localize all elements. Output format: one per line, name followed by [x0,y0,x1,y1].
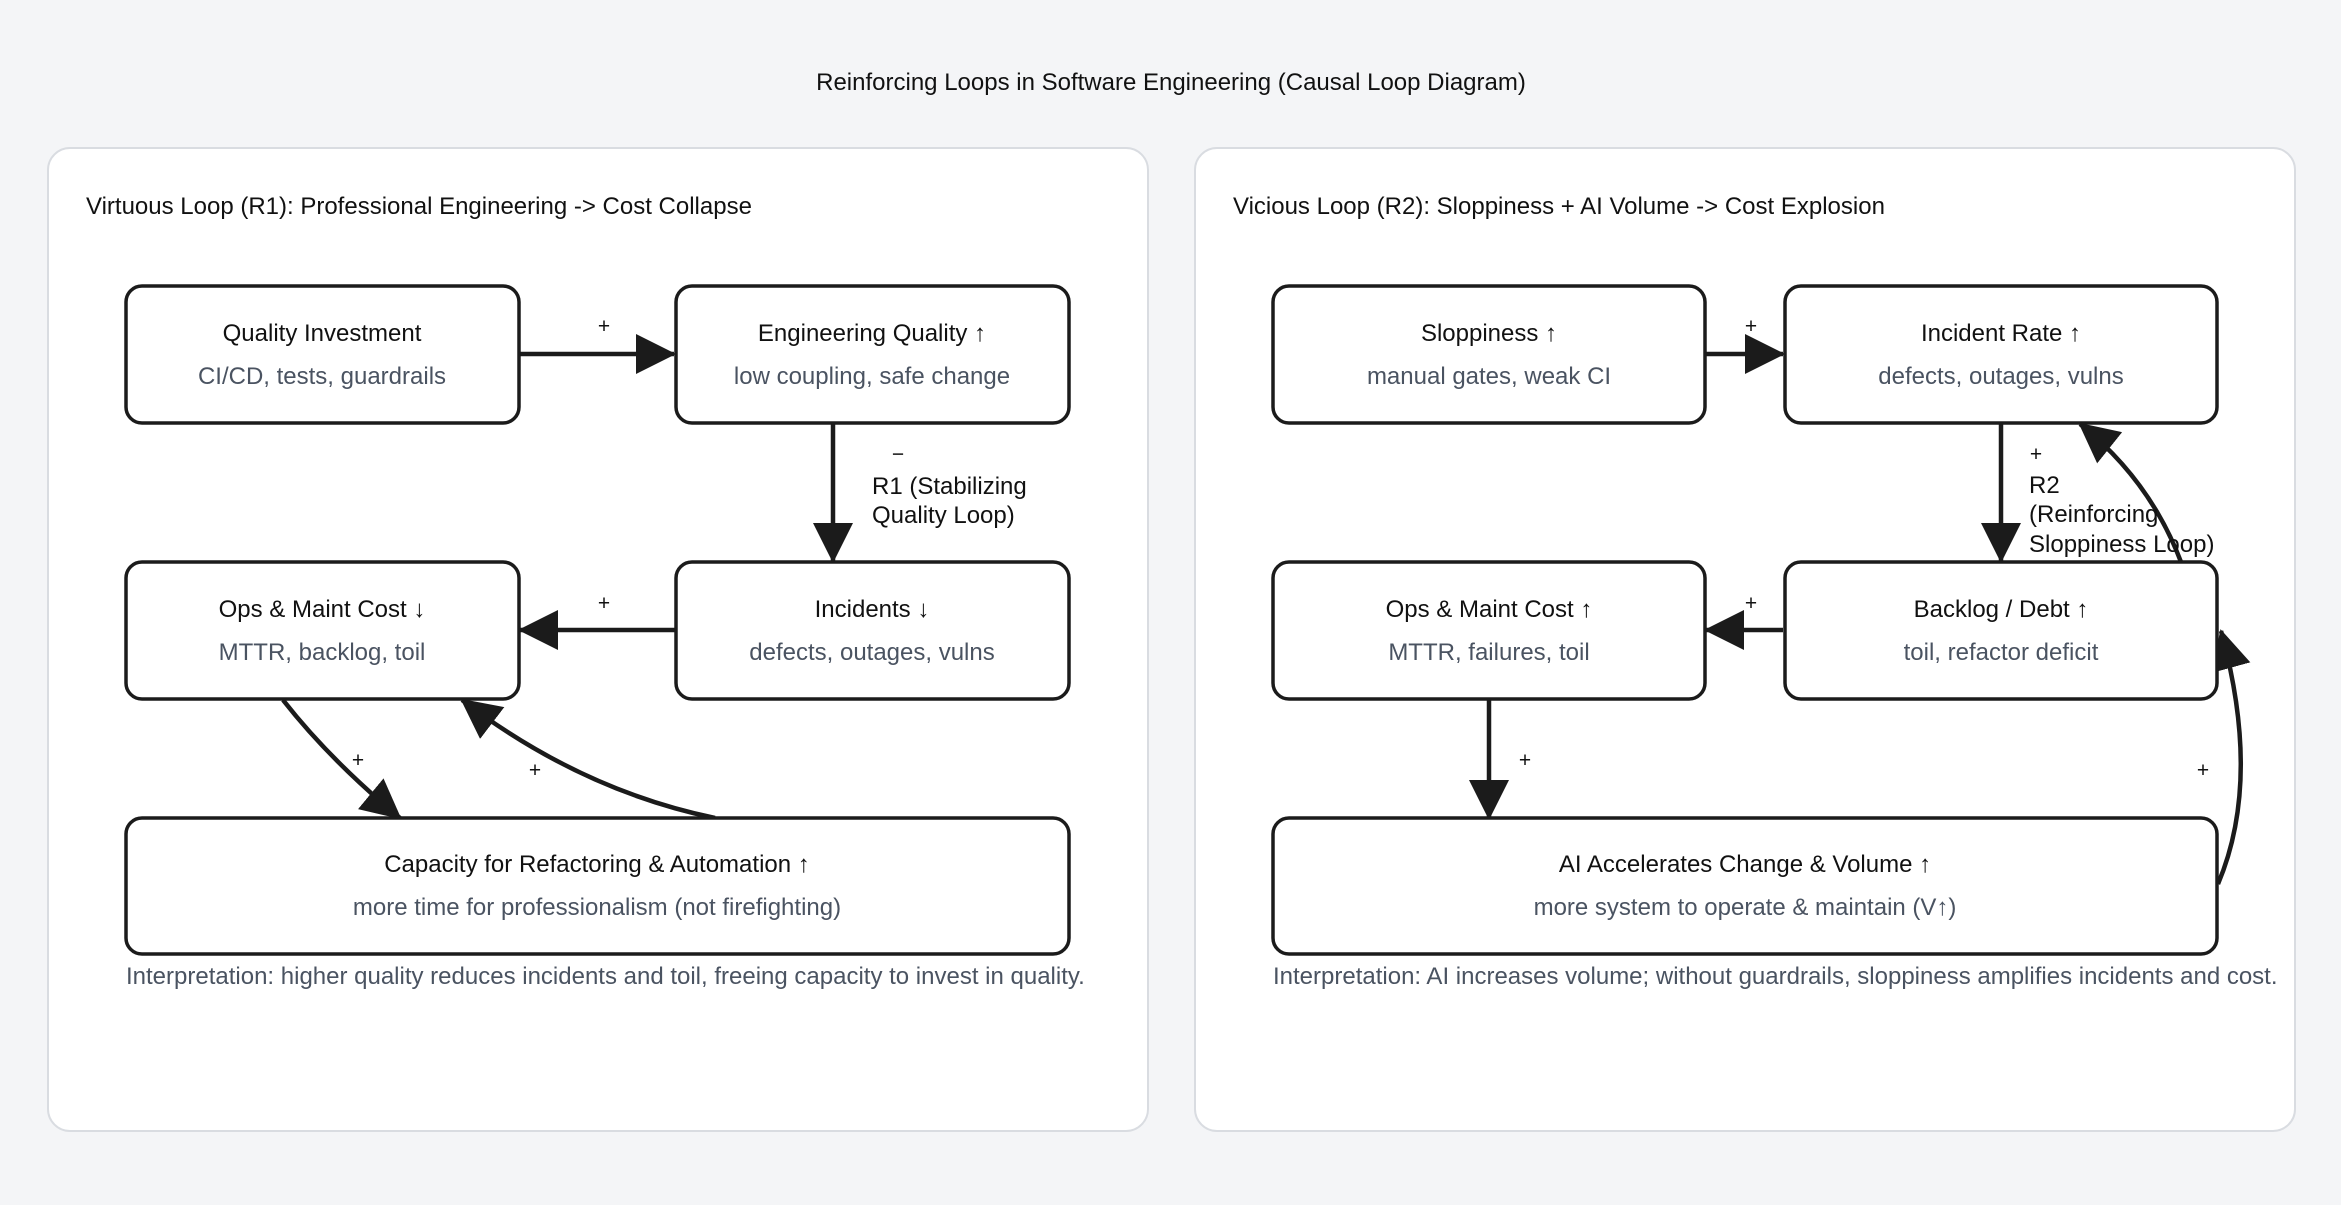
node-sloppiness: Sloppiness ↑ manual gates, weak CI [1271,284,1707,425]
edge-ops-cost-to-capacity [281,698,402,820]
panel-vicious-loop: Vicious Loop (R2): Sloppiness + AI Volum… [1194,147,2296,1132]
node-subtitle: MTTR, failures, toil [1388,639,1589,666]
panel-title: Virtuous Loop (R1): Professional Enginee… [86,193,752,220]
interpretation-note: Interpretation: AI increases volume; wit… [1273,963,2278,990]
node-box [124,816,1071,956]
edge-sign: + [598,592,610,615]
loop-label-line: Quality Loop) [872,502,1015,529]
edge-sign: + [1745,315,1757,338]
loop-label-line: R2 [2029,472,2060,499]
node-box [1271,560,1707,701]
node-title: Ops & Maint Cost ↓ [219,596,426,623]
node-capacity-refactoring: Capacity for Refactoring & Automation ↑ … [124,816,1071,956]
edge-sign: + [529,759,541,782]
node-title: AI Accelerates Change & Volume ↑ [1559,851,1931,878]
node-subtitle: defects, outages, vulns [749,639,994,666]
node-title: Engineering Quality ↑ [758,320,986,347]
edge-capacity-to-ops-cost [460,698,716,821]
edge-sign: + [2197,759,2209,782]
node-box [1783,560,2219,701]
node-box [124,560,521,701]
edge-sign: + [1745,592,1757,615]
node-subtitle: more system to operate & maintain (V↑) [1534,894,1957,921]
node-title: Incidents ↓ [815,596,930,623]
edge-sign: + [1519,749,1531,772]
node-subtitle: low coupling, safe change [734,363,1010,390]
panel-title: Vicious Loop (R2): Sloppiness + AI Volum… [1233,193,1885,220]
edge-backlog-to-incident-rate [2078,422,2184,563]
interpretation-note: Interpretation: higher quality reduces i… [126,963,1085,990]
node-title: Ops & Maint Cost ↑ [1386,596,1593,623]
node-subtitle: more time for professionalism (not firef… [353,894,841,921]
edge-sign: + [598,315,610,338]
node-ops-maint-cost: Ops & Maint Cost ↓ MTTR, backlog, toil [124,560,521,701]
loop-label-r1: R1 (Stabilizing Quality Loop) [872,473,1033,529]
node-subtitle: manual gates, weak CI [1367,363,1611,390]
node-incident-rate: Incident Rate ↑ defects, outages, vulns [1783,284,2219,425]
edge-sign: + [352,749,364,772]
loop-label-line: R1 (Stabilizing [872,473,1027,500]
node-backlog-debt: Backlog / Debt ↑ toil, refactor deficit [1783,560,2219,701]
node-engineering-quality: Engineering Quality ↑ low coupling, safe… [674,284,1071,425]
node-incidents: Incidents ↓ defects, outages, vulns [674,560,1071,701]
panel-virtuous-loop: Virtuous Loop (R1): Professional Enginee… [47,147,1149,1132]
node-title: Quality Investment [223,320,422,347]
node-title: Capacity for Refactoring & Automation ↑ [384,851,810,878]
node-box [674,560,1071,701]
edge-sign: + [2030,443,2042,466]
node-box [124,284,521,425]
diagram-title: Reinforcing Loops in Software Engineerin… [816,69,1526,96]
node-subtitle: CI/CD, tests, guardrails [198,363,446,390]
node-box [1783,284,2219,425]
loop-label-line: Sloppiness Loop) [2029,531,2214,558]
node-subtitle: MTTR, backlog, toil [219,639,426,666]
node-title: Incident Rate ↑ [1921,320,2081,347]
loop-label-r2: R2 (Reinforcing Sloppiness Loop) [2029,472,2214,558]
loop-label-line: (Reinforcing [2029,501,2158,528]
edge-sign: − [892,443,904,466]
node-title: Sloppiness ↑ [1421,320,1557,347]
node-ai-accelerates-volume: AI Accelerates Change & Volume ↑ more sy… [1271,816,2219,956]
node-box [1271,816,2219,956]
node-box [1271,284,1707,425]
node-title: Backlog / Debt ↑ [1914,596,2089,623]
node-quality-investment: Quality Investment CI/CD, tests, guardra… [124,284,521,425]
edge-ai-volume-to-backlog [2211,629,2251,885]
node-subtitle: toil, refactor deficit [1904,639,2099,666]
node-box [674,284,1071,425]
node-subtitle: defects, outages, vulns [1878,363,2123,390]
node-ops-maint-cost: Ops & Maint Cost ↑ MTTR, failures, toil [1271,560,1707,701]
